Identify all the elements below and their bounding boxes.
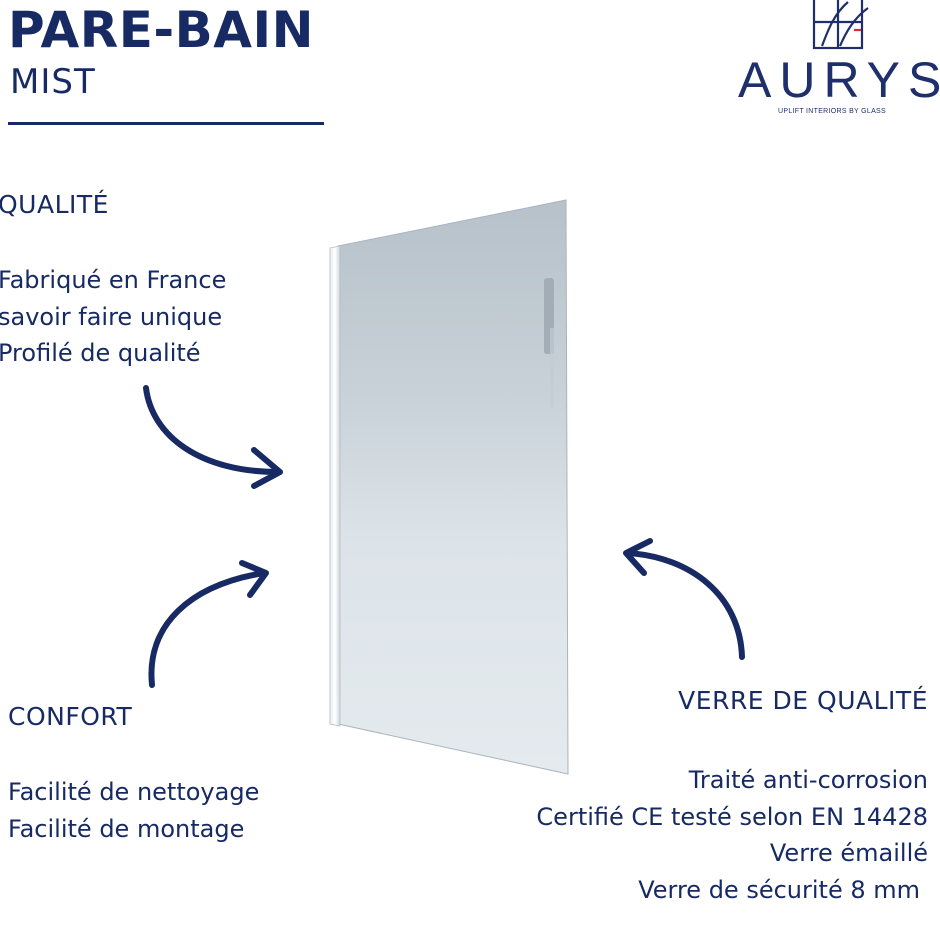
product-subtitle: MIST: [10, 62, 96, 102]
logo-wordmark: AURYS: [738, 52, 940, 108]
logo-tagline: UPLIFT INTERIORS BY GLASS: [778, 108, 886, 115]
list-item: Verre de sécurité 8 mm: [638, 875, 920, 904]
title-underline: [8, 122, 324, 125]
arrow-to-panel-top-icon: [143, 385, 283, 489]
verre-list: Traité anti-corrosion Certifié CE testé …: [536, 762, 928, 908]
product-title: PARE-BAIN: [8, 1, 314, 59]
section-heading-verre: VERRE DE QUALITÉ: [678, 686, 928, 715]
arrow-to-panel-right-icon: [623, 538, 745, 660]
brand-logo: AURYS UPLIFT INTERIORS BY GLASS: [730, 0, 940, 125]
list-item: Facilité de montage: [8, 814, 245, 843]
list-item: Verre émaillé: [769, 839, 928, 867]
section-heading-confort: CONFORT: [8, 702, 133, 731]
list-item: Fabriqué en France: [0, 266, 227, 294]
list-item: savoir faire unique: [0, 302, 223, 331]
window-frame-logo-icon: [812, 0, 869, 50]
frosted-glass-panel-image: [329, 199, 569, 775]
list-item: Certifié CE testé selon EN 14428: [536, 802, 928, 831]
list-item: Facilité de nettoyage: [8, 778, 260, 806]
arrow-to-panel-bottom-icon: [148, 560, 269, 688]
section-heading-qualite: QUALITÉ: [0, 190, 109, 219]
list-item: Traité anti-corrosion: [688, 766, 928, 794]
qualite-list: Fabriqué en France savoir faire unique P…: [0, 262, 226, 372]
confort-list: Facilité de nettoyage Facilité de montag…: [8, 774, 259, 847]
list-item: Profilé de qualité: [0, 339, 201, 367]
